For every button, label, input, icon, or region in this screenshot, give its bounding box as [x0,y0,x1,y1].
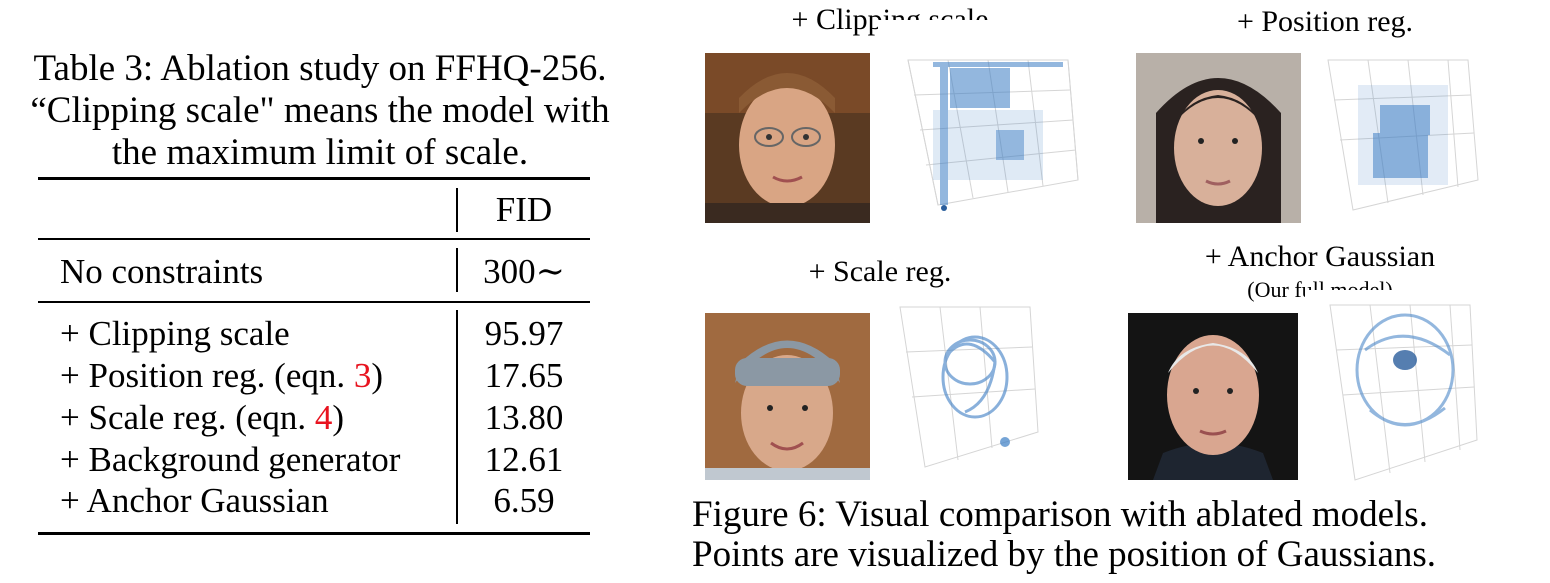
face-image-position-reg [1136,53,1301,223]
table-caption-line-3: the maximum limit of scale. [111,132,529,173]
figure-caption: Figure 6: Visual comparison with ablated… [692,495,1538,575]
table-caption: Table 3: Ablation study on FFHQ-256. “Cl… [0,48,640,174]
table-row-suffix: ) [371,356,384,395]
table-divider-baseline [456,248,458,292]
face-image-anchor-gaussian [1128,313,1298,480]
face-image-clipping-scale [705,53,870,223]
figure-caption-line-1: Figure 6: Visual comparison with ablated… [692,494,1428,535]
table-caption-line-1: Table 3: Ablation study on FFHQ-256. [33,48,607,89]
table-divider-header [456,188,458,232]
table-row-label: + Clipping scale [60,314,290,354]
table-top-rule [38,177,590,180]
table-baseline-label: No constraints [60,252,264,291]
table-row-text: + Scale reg. (eqn. [60,398,315,437]
table-row-label: + Scale reg. (eqn. 4) [60,398,344,438]
face-image-scale-reg [705,313,870,480]
equation-reference-link[interactable]: 4 [314,398,333,437]
table-row-value: 17.65 [484,356,564,395]
table-header-fid: FID [495,190,553,229]
table-row-suffix: ) [332,398,345,437]
table-row-text: + Position reg. (eqn. [60,356,354,395]
table-row-text: + Anchor Gaussian [60,481,329,520]
table-header-rule [38,238,590,240]
panel-title-anchor-gaussian: + Anchor Gaussian [1204,240,1436,273]
table-row-value: 13.80 [484,398,564,437]
panel-title-position-reg: + Position reg. [1236,5,1414,38]
table-baseline-value: 300∼ [483,252,565,291]
table-row-text: + Background generator [60,440,401,479]
table-row-label: + Background generator [60,440,400,480]
table-row-value: 6.59 [493,481,555,520]
table-divider-body [456,310,458,524]
equation-reference-link[interactable]: 3 [353,356,372,395]
table-mid-rule [38,301,590,303]
table-row-value: 12.61 [484,440,564,479]
panel-title-scale-reg: + Scale reg. [808,255,952,288]
table-row-label: + Position reg. (eqn. 3) [60,356,383,396]
gaussian-point-plot-scale-reg [880,292,1045,482]
figure-caption-line-2: Points are visualized by the position of… [692,534,1437,575]
gaussian-point-plot-position-reg [1308,45,1488,225]
gaussian-point-plot-clipping-scale [878,20,1088,225]
table-bottom-rule [38,532,590,535]
table-row-text: + Clipping scale [60,314,290,353]
gaussian-point-plot-anchor-gaussian [1305,290,1490,495]
table-caption-line-2: “Clipping scale" means the model with [30,90,610,131]
table-row-value: 95.97 [484,314,564,353]
table-row-label: + Anchor Gaussian [60,481,329,521]
